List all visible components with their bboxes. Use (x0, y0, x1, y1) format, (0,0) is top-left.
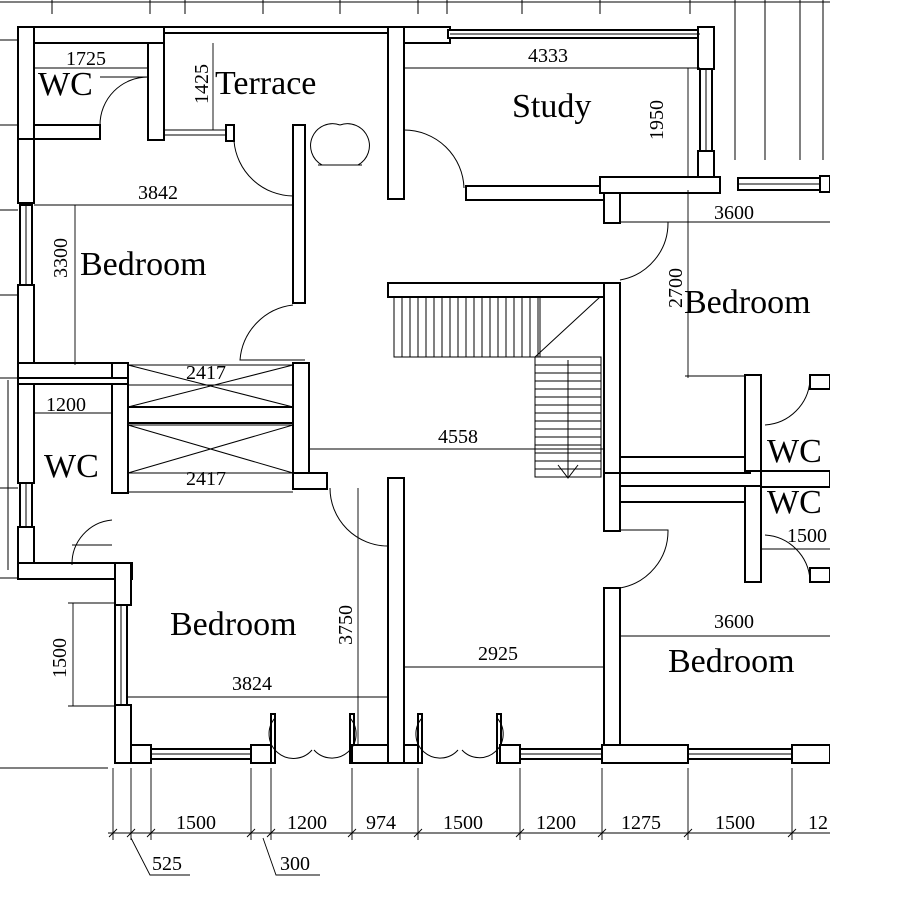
bottom-dimension-ticks (108, 768, 797, 840)
bottom-dim-7: 1500 (715, 812, 755, 834)
dim-study-height: 1950 (646, 100, 668, 140)
dim-corridor-width: 2925 (478, 643, 518, 665)
bottom-dim-1: 1500 (176, 812, 216, 834)
dim-hall-width: 4558 (438, 426, 478, 448)
dimension-slash (347, 828, 357, 838)
room-label-bedroom-bottom-left: Bedroom (170, 606, 297, 643)
dim-window-left-height: 1500 (49, 638, 71, 678)
bottom-dim-8: 12 (808, 812, 828, 834)
dim-bedroom-right-top-height: 2700 (665, 268, 687, 308)
room-label-study: Study (512, 88, 591, 125)
room-label-wc-top: WC (38, 66, 93, 103)
dim-bedroom-left-height: 3300 (50, 238, 72, 278)
room-label-terrace: Terrace (215, 65, 316, 102)
dim-wc-left-width: 1200 (46, 394, 86, 416)
dim-bedroom-bottom-left-width: 3824 (232, 673, 272, 695)
room-label-bedroom-right-top: Bedroom (684, 284, 811, 321)
room-label-wc-right-1: WC (767, 433, 822, 470)
top-reference-lines (0, 0, 830, 160)
dim-terrace-height: 1425 (191, 64, 213, 104)
dimension-slash (597, 828, 607, 838)
offset-leaders (130, 837, 320, 876)
doors (71, 76, 811, 759)
dim-bedroom-bottom-left-height: 3750 (335, 605, 357, 645)
dimension-slash (515, 828, 525, 838)
dimension-slash (246, 828, 256, 838)
bottom-dim-4: 1500 (443, 812, 483, 834)
dim-bedroom-right-top-width: 3600 (714, 202, 754, 224)
dimension-lines (34, 43, 830, 834)
dim-closet-lower: 2417 (186, 468, 226, 490)
room-label-wc-right-2: WC (767, 484, 822, 521)
dimension-slash (787, 828, 797, 838)
windows (25, 33, 820, 755)
dim-bedroom-bottom-right-width: 3600 (714, 611, 754, 633)
dimension-slash (683, 828, 693, 838)
bottom-dim-5: 1200 (536, 812, 576, 834)
dimension-slash (266, 828, 276, 838)
dimension-slash (108, 828, 118, 838)
dimension-slash (126, 828, 136, 838)
left-reference-lines (0, 39, 108, 769)
bottom-dim-2: 1200 (287, 812, 327, 834)
dim-wc-right-width: 1500 (787, 525, 827, 547)
room-label-bedroom-left: Bedroom (80, 246, 207, 283)
room-labels: WC Terrace Study Bedroom Bedroom WC WC W… (38, 65, 822, 680)
dimension-labels: 1725 1425 4333 1950 3842 3300 3600 2700 … (46, 45, 827, 695)
right-crop (830, 0, 900, 900)
bottom-dim-6: 1275 (621, 812, 661, 834)
offset-dim-2: 300 (280, 853, 310, 875)
dim-wc-top-width: 1725 (66, 48, 106, 70)
room-label-bedroom-bottom-right: Bedroom (668, 643, 795, 680)
dim-study-width: 4333 (528, 45, 568, 67)
dimension-slash (146, 828, 156, 838)
dim-bedroom-left-width: 3842 (138, 182, 178, 204)
room-label-wc-left: WC (44, 448, 99, 485)
closets (127, 364, 294, 474)
dimension-slash (413, 828, 423, 838)
dim-closet-upper: 2417 (186, 362, 226, 384)
bottom-dim-3: 974 (366, 812, 396, 834)
bottom-dimension-labels: 1500 1200 974 1500 1200 1275 1500 12 525… (152, 812, 828, 875)
stair-treads (401, 297, 601, 478)
offset-dim-1: 525 (152, 853, 182, 875)
